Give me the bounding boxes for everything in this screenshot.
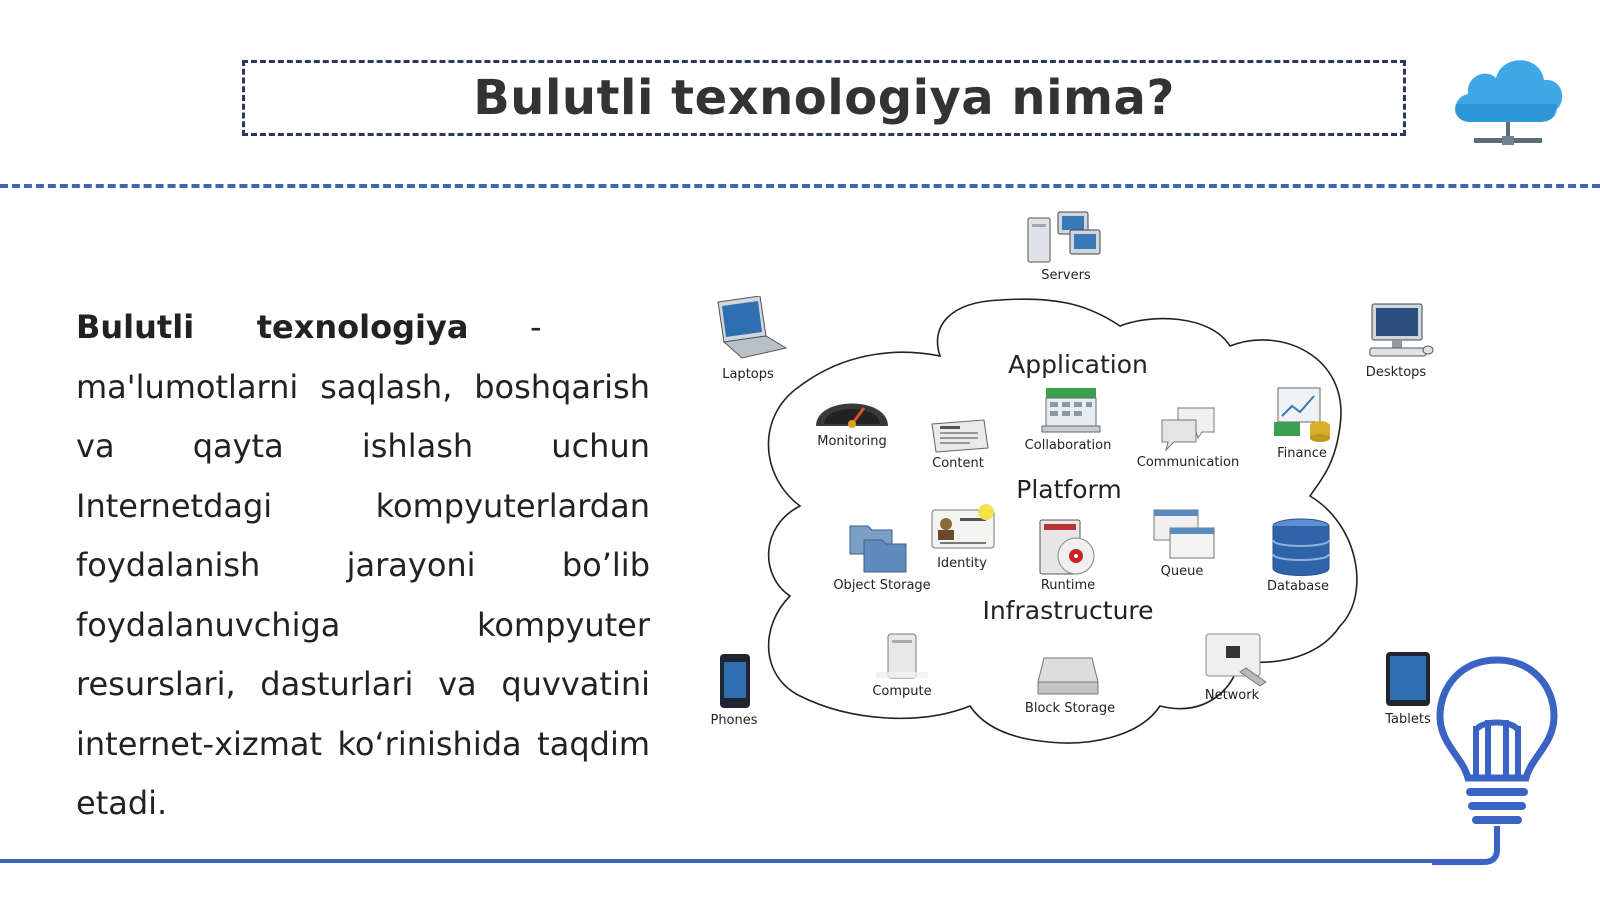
- label-network: Network: [1204, 688, 1260, 703]
- definition-term: Bulutli texnologiya: [76, 308, 469, 346]
- label-phones: Phones: [710, 713, 758, 728]
- label-database: Database: [1266, 579, 1330, 594]
- label-content: Content: [932, 456, 984, 471]
- servers-icon: [1027, 211, 1101, 263]
- desktop-icon: [1369, 303, 1434, 357]
- label-runtime: Runtime: [1040, 578, 1096, 593]
- laptop-icon: [717, 296, 788, 359]
- label-identity: Identity: [937, 556, 987, 571]
- bottom-line: [0, 859, 1493, 863]
- phone-icon: [720, 654, 750, 708]
- layer-application: Application: [1008, 350, 1148, 379]
- label-collaboration: Collaboration: [1024, 438, 1112, 453]
- label-communication: Communication: [1136, 455, 1240, 470]
- label-tablets: Tablets: [1385, 712, 1431, 727]
- label-finance: Finance: [1277, 446, 1327, 461]
- label-servers: Servers: [1041, 268, 1091, 283]
- identity-icon: [931, 504, 995, 549]
- label-queue: Queue: [1160, 564, 1204, 579]
- cloud-network-icon: [1454, 60, 1563, 145]
- database-icon: [1272, 518, 1330, 576]
- title-frame: Bulutli texnologiya nima?: [242, 60, 1406, 136]
- runtime-icon: [1039, 519, 1095, 575]
- page-title: Bulutli texnologiya nima?: [473, 70, 1175, 126]
- definition-text: Bulutli texnologiya - ma'lumotlarni saql…: [76, 298, 650, 834]
- finance-icon: [1274, 387, 1330, 442]
- block-storage-icon: [1037, 657, 1099, 695]
- label-desktops: Desktops: [1365, 365, 1427, 380]
- object-storage-icon: [849, 525, 907, 573]
- content-icon: [931, 419, 989, 453]
- layer-platform: Platform: [1016, 475, 1122, 504]
- label-block-storage: Block Storage: [1024, 701, 1116, 716]
- label-compute: Compute: [872, 684, 932, 699]
- communication-icon: [1161, 407, 1215, 452]
- top-divider: [0, 184, 1600, 188]
- queue-icon: [1153, 509, 1215, 559]
- lightbulb-icon: [1432, 656, 1558, 865]
- label-monitoring: Monitoring: [817, 434, 887, 449]
- definition-dash: -: [530, 308, 542, 346]
- monitoring-icon: [816, 403, 888, 428]
- label-object-storage: Object Storage: [833, 578, 931, 593]
- definition-body: ma'lumotlarni saqlash, boshqarish va qay…: [76, 367, 650, 823]
- tablet-icon: [1386, 652, 1430, 706]
- label-laptops: Laptops: [722, 367, 774, 382]
- network-icon: [1205, 633, 1267, 687]
- collaboration-icon: [1041, 388, 1101, 433]
- compute-icon: [876, 633, 928, 679]
- layer-infrastructure: Infrastructure: [982, 596, 1154, 625]
